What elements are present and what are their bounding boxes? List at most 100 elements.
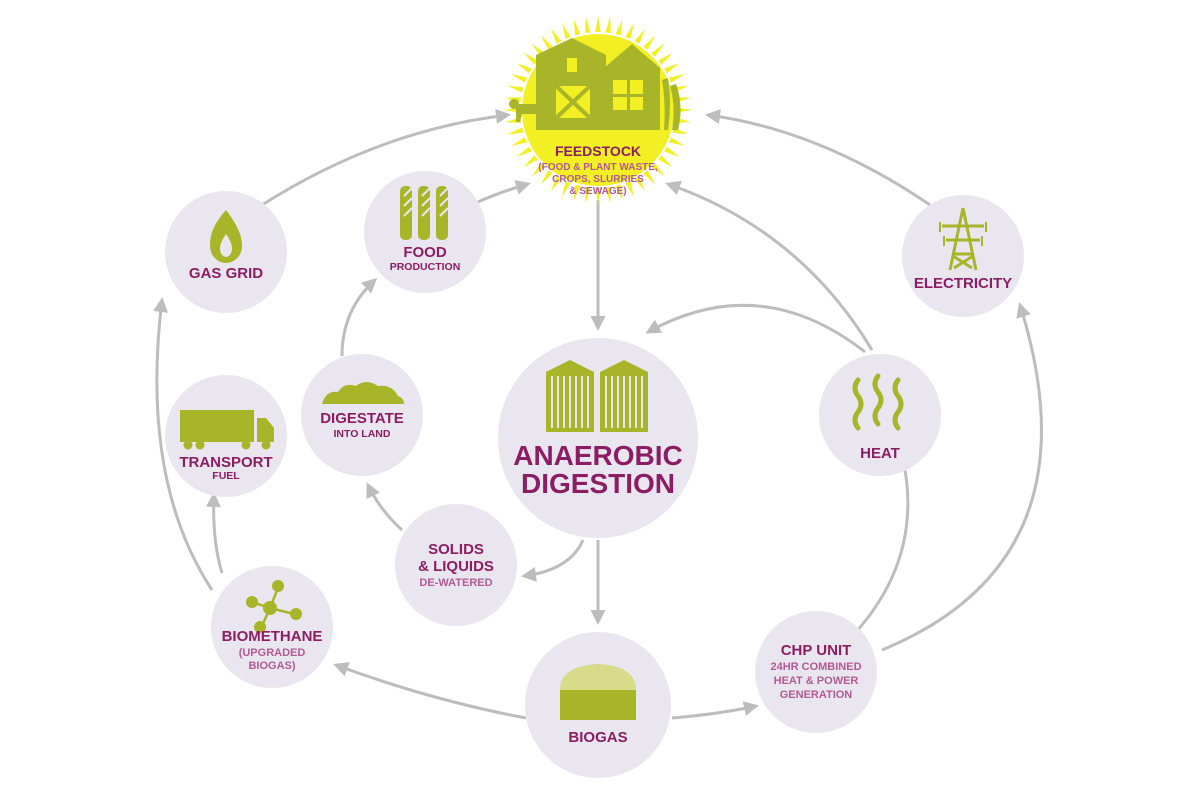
transport-title: TRANSPORT [179,454,272,471]
biogas-node: BIOGAS [525,632,671,778]
pylon-icon [939,207,987,271]
sun-ray [625,23,634,40]
biomethane-node: BIOMETHANE (UPGRADED BIOGAS) [211,566,333,688]
sun-ray [585,186,591,204]
feedstock-subtitle-line-1: (FOOD & PLANT WASTE, [538,162,658,173]
feedstock-subtitle-line-2: CROPS, SLURRIES [552,174,644,185]
arrow-solids-to-digestate [366,482,404,532]
sun-ray [585,16,591,34]
sun-ray [516,63,532,74]
digestate-node: DIGESTATE INTO LAND [301,354,423,476]
sun-ray [507,127,524,135]
sun-ray [651,163,665,177]
solids-title-line-2: & LIQUIDS [418,558,494,575]
feedstock-title: FEEDSTOCK [555,143,641,159]
sun-ray [658,155,673,168]
chp-subtitle-line-3: GENERATION [780,689,853,701]
sun-ray [634,28,645,44]
biomethane-subtitle-line-2: BIOGAS) [248,660,295,672]
biomethane-title: BIOMETHANE [222,628,323,645]
sun-ray [615,19,623,36]
gas-grid-node: GAS GRID [165,191,287,313]
sun-ray [540,35,553,50]
electricity-title: ELECTRICITY [914,275,1012,292]
sun-ray [595,16,601,33]
arrow-ad-to-solids [521,539,585,582]
sun-ray [511,137,528,146]
sun-ray [507,85,524,93]
sun-ray [634,176,645,192]
arrow-biomethane-to-transport [205,492,224,574]
chp-unit-node: CHP UNIT 24HR COMBINED HEAT & POWER GENE… [755,611,877,733]
sun-ray [643,35,656,50]
feedstock-node: FEEDSTOCK (FOOD & PLANT WASTE, CROPS, SL… [504,16,692,204]
digestate-title: DIGESTATE [320,410,404,427]
solids-liquids-node: SOLIDS & LIQUIDS DE-WATERED [395,504,517,626]
sun-ray [511,74,528,83]
anaerobic-digestion-node: ANAEROBIC DIGESTION [498,338,698,538]
arrow-electricity-to-feedstock [705,109,931,207]
chp-subtitle-line-2: HEAT & POWER [774,675,859,687]
arrow-digestate-to-food [340,277,378,357]
silo-tanks-icon [546,360,648,432]
arrow-gasgrid-to-feedstock [261,108,511,207]
gas-dome-icon [560,664,636,720]
food-subtitle: PRODUCTION [390,261,461,273]
heat-node: HEAT [819,354,941,476]
sun-ray [551,176,562,192]
soil-mound-icon [322,382,404,404]
sun-ray [573,19,581,36]
biomethane-subtitle-line-1: (UPGRADED [239,647,306,659]
arrow-heat-to-feedstock [665,180,874,351]
food-production-node: FOOD PRODUCTION [364,171,486,293]
sun-ray [551,28,562,44]
heat-waves-icon [852,373,904,431]
sun-ray [668,137,685,146]
solids-subtitle: DE-WATERED [419,577,492,589]
wheat-icon [400,186,449,240]
arrow-biogas-to-chp [671,701,759,720]
transport-subtitle: FUEL [212,470,240,482]
ad-title-line-1: ANAEROBIC [513,440,683,471]
sun-ray [668,74,685,83]
arrow-biogas-to-biomethane [333,662,527,720]
sun-ray [615,184,623,201]
sun-ray [651,43,665,57]
sun-ray [595,187,601,204]
sun-ray [531,163,545,177]
biogas-title: BIOGAS [568,729,627,746]
flame-icon [210,210,242,263]
arrow-food-to-feedstock [477,180,531,204]
sun-ray [523,155,538,168]
digestate-subtitle: INTO LAND [334,428,391,440]
molecule-icon [246,580,302,633]
arrow-heat-to-ad [645,303,866,354]
gas-grid-title: GAS GRID [189,265,263,282]
arrow-biomethane-to-gasgrid [153,297,214,591]
sun-ray [562,180,571,197]
chp-title: CHP UNIT [781,642,852,659]
solids-title-line-1: SOLIDS [428,541,484,558]
sun-ray [573,184,581,201]
sun-ray [605,186,611,204]
sun-ray [562,23,571,40]
sun-ray [516,146,532,157]
electricity-node: ELECTRICITY [902,195,1024,317]
arrow-chp-to-heat [854,469,910,633]
sun-ray [523,52,538,65]
food-title: FOOD [403,244,446,261]
feedstock-subtitle-line-3: & SEWAGE) [569,186,626,197]
flow-arrows [153,108,1043,720]
sun-ray [540,170,553,185]
arrow-chp-to-electricity [881,302,1043,652]
sun-ray [643,170,656,185]
farm-barn-icon [509,38,681,130]
ad-title-line-2: DIGESTION [521,468,675,499]
truck-icon [180,410,274,450]
transport-node: TRANSPORT FUEL [165,375,287,497]
sun-ray [664,63,680,74]
sun-ray [664,146,680,157]
sun-ray [625,180,634,197]
heat-title: HEAT [860,445,900,462]
sun-ray [658,52,673,65]
